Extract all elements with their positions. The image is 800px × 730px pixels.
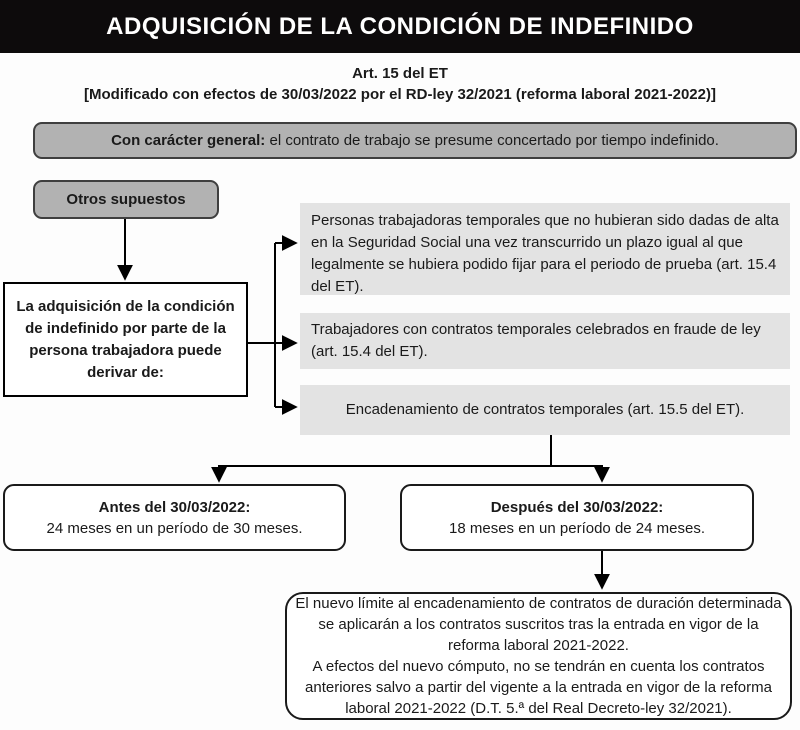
general-rule-rest: el contrato de trabajo se presume concer…	[265, 132, 719, 149]
period-detail: 18 meses en un período de 24 meses.	[449, 519, 705, 537]
period-heading: Después del 30/03/2022:	[490, 498, 664, 516]
otros-supuestos-box: Otros supuestos	[33, 180, 219, 219]
period-box-antes: Antes del 30/03/2022: 24 meses en un per…	[3, 484, 346, 551]
period-heading: Antes del 30/03/2022:	[98, 498, 251, 516]
page-title: ADQUISICIÓN DE LA CONDICIÓN DE INDEFINID…	[106, 12, 694, 40]
cause-text: Personas trabajadoras temporales que no …	[311, 212, 779, 295]
derivation-box: La adquisición de la condición de indefi…	[3, 282, 248, 397]
cause-box-fraude-de-ley: Trabajadores con contratos temporales ce…	[300, 313, 790, 369]
subtitle-modification: [Modificado con efectos de 30/03/2022 po…	[84, 86, 716, 103]
general-rule-label: Con carácter general:	[111, 132, 266, 149]
general-rule-box: Con carácter general: el contrato de tra…	[33, 122, 797, 159]
cause-box-encadenamiento: Encadenamiento de contratos temporales (…	[300, 385, 790, 435]
cause-box-no-alta-seguridad-social: Personas trabajadoras temporales que no …	[300, 203, 790, 295]
derivation-text: La adquisición de la condición de indefi…	[16, 297, 235, 381]
note-box: El nuevo límite al encadenamiento de con…	[285, 592, 792, 720]
otros-supuestos-label: Otros supuestos	[66, 191, 186, 208]
cause-text: Encadenamiento de contratos temporales (…	[345, 401, 745, 418]
subtitle-block: Art. 15 del ET [Modificado con efectos d…	[0, 63, 800, 105]
subtitle-article: Art. 15 del ET	[352, 65, 448, 82]
title-banner: ADQUISICIÓN DE LA CONDICIÓN DE INDEFINID…	[0, 0, 800, 53]
period-box-despues: Después del 30/03/2022: 18 meses en un p…	[400, 484, 754, 551]
period-detail: 24 meses en un período de 30 meses.	[46, 519, 303, 537]
cause-text: Trabajadores con contratos temporales ce…	[311, 321, 761, 360]
general-rule-text: Con carácter general: el contrato de tra…	[111, 132, 719, 149]
note-line-1: El nuevo límite al encadenamiento de con…	[295, 595, 782, 654]
note-line-2: A efectos del nuevo cómputo, no se tendr…	[305, 658, 772, 717]
